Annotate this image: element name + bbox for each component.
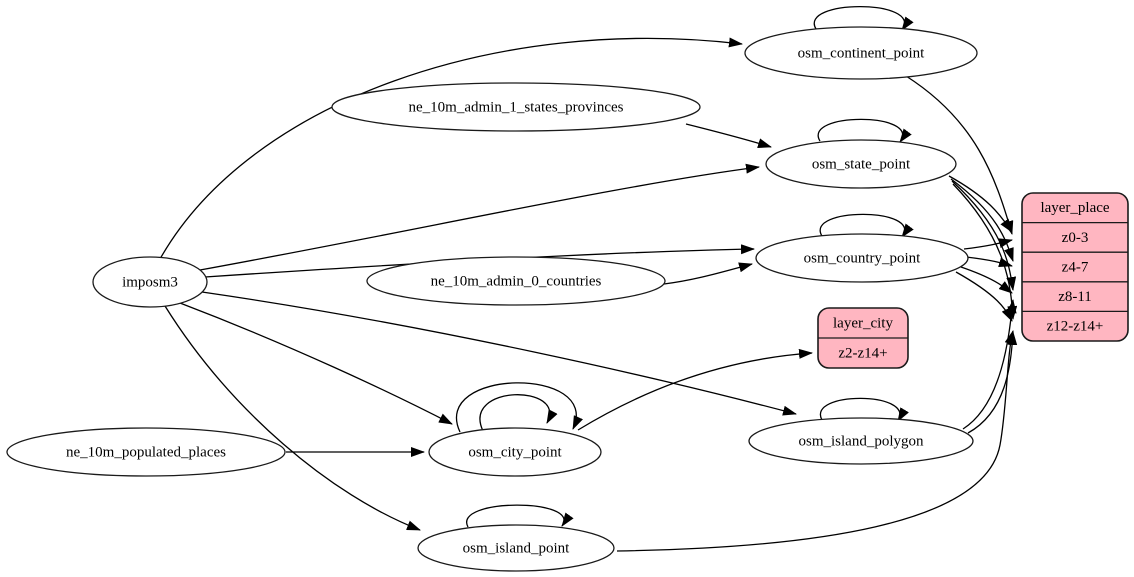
node-osm_city_point: osm_city_point — [428, 427, 602, 477]
edge-imposm3-to-osm_island_polygon — [201, 291, 797, 416]
node-shape-osm_island_point — [417, 524, 615, 572]
edge-osm_country_point-to-layer_place-z4-7 — [965, 256, 1013, 268]
edge-osm_city_point-to-layer_city-z2-z14+ — [577, 348, 813, 431]
node-shape-osm_continent_point — [744, 26, 978, 80]
edge-osm_state_point-to-osm_state_point — [817, 118, 912, 143]
record-header-layer_place: layer_place — [1040, 200, 1109, 216]
record-row-layer_city-0: z2-z14+ — [838, 345, 887, 361]
edge-osm_country_point-to-layer_place-z12-z14+ — [955, 271, 1013, 322]
edge-osm_island_point-to-osm_island_point — [466, 504, 574, 528]
edge-imposm3-to-osm_state_point — [199, 163, 760, 271]
edge-osm_state_point-to-layer_place-z0-3 — [948, 175, 1013, 233]
node-label-ne_10m_admin_1_states_provinces: ne_10m_admin_1_states_provinces — [409, 99, 624, 115]
edge-ne_10m_admin_0_countries-to-osm_country_point — [663, 262, 753, 285]
node-label-imposm3: imposm3 — [122, 274, 178, 290]
edge-imposm3-to-osm_city_point — [179, 302, 453, 425]
record-layer_place: layer_place z0-3 z4-7 z8-11 z12-z14+ — [1021, 192, 1129, 342]
node-shape-ne_10m_admin_1_states_provinces — [331, 82, 701, 132]
edge-osm_island_point-to-layer_place-z12-z14+ — [616, 330, 1015, 552]
node-ne_10m_admin_0_countries: ne_10m_admin_0_countries — [366, 256, 666, 306]
edge-osm_country_point-to-osm_country_point — [819, 213, 914, 238]
node-shape-osm_state_point — [765, 139, 957, 189]
edge-osm_continent_point-to-osm_continent_point — [813, 6, 914, 31]
node-shape-osm_country_point — [755, 233, 969, 283]
edge-ne_10m_admin_1_states_provinces-to-osm_state_point — [685, 123, 772, 148]
edge-osm_state_point-to-layer_place-z4-7 — [950, 178, 1014, 262]
record-row-layer_place-2: z8-11 — [1058, 289, 1092, 305]
edge-osm_island_polygon-to-layer_place-z8-11 — [962, 299, 1017, 430]
node-label-osm_continent_point: osm_continent_point — [798, 45, 925, 61]
node-label-osm_country_point: osm_country_point — [804, 250, 921, 266]
node-osm_island_point: osm_island_point — [417, 524, 615, 572]
record-row-layer_place-3: z12-z14+ — [1047, 319, 1104, 335]
record-header-layer_city: layer_city — [833, 315, 893, 331]
node-label-osm_island_point: osm_island_point — [463, 540, 571, 556]
edge-imposm3-to-osm_continent_point — [159, 37, 743, 260]
node-label-ne_10m_admin_0_countries: ne_10m_admin_0_countries — [431, 273, 602, 289]
node-shape-ne_10m_populated_places — [6, 427, 286, 477]
node-shape-osm_island_polygon — [748, 417, 974, 465]
node-osm_state_point: osm_state_point — [765, 139, 957, 189]
edge-osm_continent_point-to-layer_place-z0-3 — [905, 75, 1014, 235]
record-row-layer_place-1: z4-7 — [1062, 259, 1089, 275]
node-label-osm_city_point: osm_city_point — [468, 444, 562, 460]
node-label-osm_state_point: osm_state_point — [812, 156, 911, 172]
node-label-ne_10m_populated_places: ne_10m_populated_places — [66, 444, 226, 460]
node-shape-imposm3 — [92, 256, 208, 308]
edge-osm_city_point-to-osm_city_point — [479, 394, 558, 432]
record-row-layer_place-0: z0-3 — [1062, 230, 1089, 246]
node-imposm3: imposm3 — [92, 256, 208, 308]
record-box-layer_place — [1021, 192, 1129, 342]
node-osm_continent_point: osm_continent_point — [744, 26, 978, 80]
node-osm_island_polygon: osm_island_polygon — [748, 417, 974, 465]
record-layer_city: layer_city z2-z14+ — [817, 307, 909, 369]
edge-osm_island_polygon-to-osm_island_polygon — [819, 397, 909, 422]
node-label-osm_island_polygon: osm_island_polygon — [798, 433, 924, 449]
edge-osm_state_point-to-layer_place-z8-11 — [951, 180, 1017, 291]
node-osm_country_point: osm_country_point — [755, 233, 969, 283]
node-shape-ne_10m_admin_0_countries — [366, 256, 666, 306]
node-shape-osm_city_point — [428, 427, 602, 477]
edge-osm_country_point-to-layer_place-z8-11 — [960, 266, 1013, 294]
node-ne_10m_populated_places: ne_10m_populated_places — [6, 427, 286, 477]
edge-osm_city_point-to-osm_city_point — [456, 382, 583, 433]
node-ne_10m_admin_1_states_provinces: ne_10m_admin_1_states_provinces — [331, 82, 701, 132]
edge-imposm3-to-osm_island_point — [164, 305, 421, 531]
edge-osm_country_point-to-layer_place-z0-3 — [963, 238, 1013, 250]
